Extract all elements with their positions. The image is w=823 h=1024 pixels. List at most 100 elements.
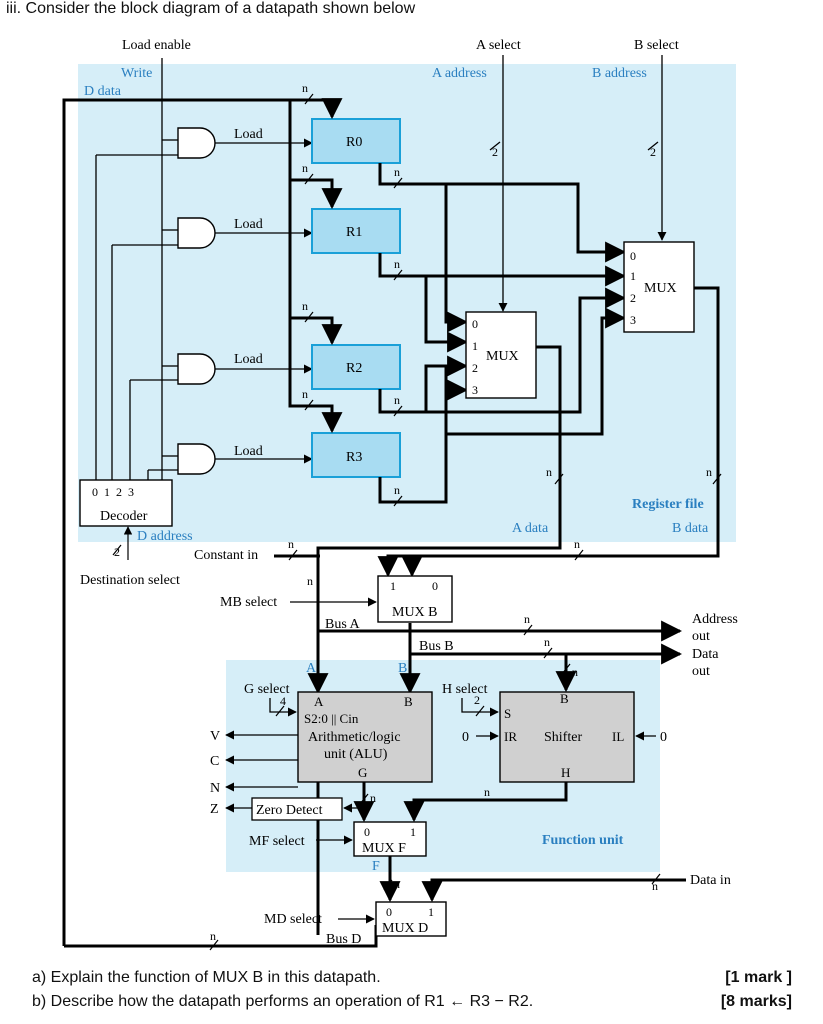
question-b-text: b) Describe how the datapath performs an… (32, 993, 534, 1010)
width-label: n (524, 612, 530, 626)
mux-b-register-in1: 1 (630, 269, 636, 283)
mux-d (375, 901, 447, 937)
b-select-label: B select (634, 38, 679, 53)
mux-d-in1: 1 (428, 905, 434, 919)
shifter-in-b: B (560, 691, 569, 706)
width-label: n (394, 483, 400, 497)
width-label: n (394, 257, 400, 271)
width-label: n (394, 877, 400, 891)
address-out-label: Address (692, 612, 738, 627)
load-label-r3: Load (234, 444, 263, 459)
bus-b-letter: B (398, 661, 407, 676)
data-in-label: Data in (690, 873, 731, 888)
mux-b-in1: 1 (390, 579, 396, 593)
mux-a-in0: 0 (472, 317, 478, 331)
mux-b-register-in3: 3 (630, 313, 636, 327)
register-file-label: Register file (632, 497, 704, 512)
flag-c: C (210, 754, 219, 769)
width-label: n (544, 635, 550, 649)
width-label: n (370, 791, 376, 805)
flag-z: Z (210, 802, 219, 817)
control-wires (95, 55, 667, 480)
load-label-r0: Load (234, 127, 263, 142)
alu-line2: unit (ALU) (324, 747, 388, 762)
flag-n: N (210, 781, 220, 796)
d-data-label: D data (84, 84, 122, 99)
write-label: Write (121, 66, 152, 81)
question-a: a) Explain the function of MUX B in this… (32, 966, 792, 990)
shifter (499, 691, 635, 783)
d-address-label: D address (137, 529, 193, 544)
bus-d-label: Bus D (326, 932, 361, 947)
width-label: n (574, 537, 580, 551)
zero-detect-label: Zero Detect (256, 803, 323, 818)
mux-b-register-label: MUX (644, 281, 677, 296)
mux-d-label: MUX D (382, 921, 428, 936)
sel-width-label: 2 (650, 145, 656, 159)
shifter-s: S (504, 706, 511, 721)
width-label: n (302, 299, 308, 313)
width-label: n (302, 161, 308, 175)
mux-d-in0: 0 (386, 905, 392, 919)
constant-in-label: Constant in (194, 548, 258, 563)
question-a-marks: [1 mark ] (725, 969, 792, 986)
alu-in-a: A (314, 694, 324, 709)
mux-f-in0: 0 (364, 825, 370, 839)
register-r3-label: R3 (346, 450, 362, 465)
load-label-r2: Load (234, 352, 263, 367)
decoder (79, 479, 173, 527)
shifter-zero-right: 0 (462, 730, 469, 745)
shifter-zero-left: 0 (660, 730, 667, 745)
load-label-r1: Load (234, 217, 263, 232)
register-r1 (311, 208, 401, 254)
register-r2 (311, 344, 401, 390)
bus-a-letter: A (306, 661, 317, 676)
function-unit-label: Function unit (542, 833, 624, 848)
mux-a-in1: 1 (472, 339, 478, 353)
zero-detect (251, 797, 343, 821)
register-r1-label: R1 (346, 225, 362, 240)
alu-in-b: B (404, 694, 413, 709)
bus-a-label: Bus A (325, 617, 361, 632)
md-select-label: MD select (264, 912, 322, 927)
bus-b-label: Bus B (419, 639, 454, 654)
decoder-outputs: 0 1 2 3 (92, 485, 134, 499)
b-address-label: B address (592, 66, 647, 81)
register-r2-label: R2 (346, 361, 362, 376)
datapath-diagram: Load enable Write D data A select A addr… (62, 38, 738, 951)
mux-a-in2: 2 (472, 361, 478, 375)
mux-f-label: MUX F (362, 841, 406, 856)
question-b-marks: [8 marks] (720, 993, 792, 1010)
mux-b-register-in2: 2 (630, 291, 636, 305)
decoder-label: Decoder (100, 509, 148, 524)
width-label: n (394, 165, 400, 179)
width-label: n (572, 665, 578, 679)
sel-width-label: 2 (114, 545, 120, 559)
mux-f-in1: 1 (410, 825, 416, 839)
shifter-out-h: H (561, 765, 570, 780)
register-r0 (311, 118, 401, 164)
data-out-label-2: out (692, 664, 710, 679)
question-b: b) Describe how the datapath performs an… (32, 990, 792, 1014)
width-label: n (302, 81, 308, 95)
shifter-label: Shifter (544, 730, 582, 745)
mux-f-out: F (372, 859, 380, 874)
width-label: n (394, 393, 400, 407)
load-enable-label: Load enable (122, 38, 191, 53)
flag-v: V (210, 729, 220, 744)
mux-a-in3: 3 (472, 383, 478, 397)
width-label: n (546, 465, 552, 479)
register-r0-label: R0 (346, 135, 362, 150)
a-data-label: A data (512, 521, 549, 536)
sel-width-label: 2 (492, 145, 498, 159)
mb-select-label: MB select (220, 595, 277, 610)
width-label: n (652, 879, 658, 893)
register-r3 (311, 432, 401, 478)
mf-select-label: MF select (249, 834, 305, 849)
mux-b-register (623, 241, 695, 333)
width-label: n (302, 387, 308, 401)
shifter-ir: IR (504, 729, 517, 744)
mux-a (465, 311, 537, 399)
width-label: n (210, 929, 216, 943)
question-a-text: a) Explain the function of MUX B in this… (32, 969, 381, 986)
